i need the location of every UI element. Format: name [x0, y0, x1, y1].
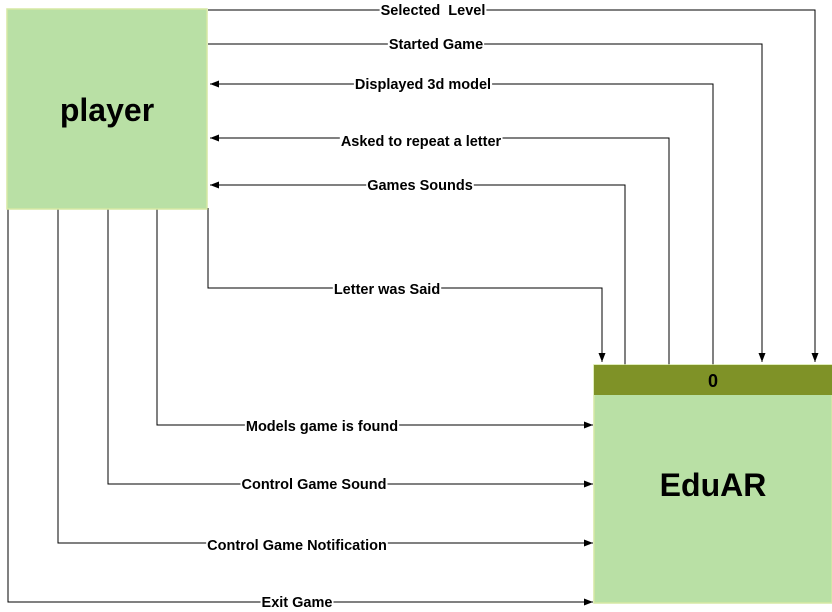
player-entity[interactable]: player	[6, 8, 208, 210]
flow-label-bg	[332, 282, 442, 298]
flow-label-started-game: Started Game	[389, 37, 483, 53]
eduar-box	[593, 364, 832, 604]
flow-label-group: Selected Level	[379, 3, 487, 19]
flow-label-models-game-found: Models game is found	[246, 419, 398, 435]
flow-edge-control-game-sound	[107, 208, 593, 488]
flow-label-group: Started Game	[387, 37, 485, 53]
flow-edge-asked-to-repeat-letter	[210, 134, 670, 365]
flow-label-control-game-notification: Control Game Notification	[207, 538, 387, 554]
flow-label-bg	[387, 37, 485, 53]
flow-edge-models-game-found	[156, 208, 593, 429]
flow-label-group: Games Sounds	[366, 178, 474, 194]
eduar-header-bar	[594, 365, 832, 395]
flow-edge-displayed-3d-model	[210, 80, 714, 365]
eduar-process-id: 0	[708, 371, 718, 391]
flow-label-bg	[260, 595, 334, 611]
player-box	[6, 8, 208, 210]
flow-edge-control-game-notification	[57, 208, 593, 547]
player-label: player	[60, 92, 154, 128]
flow-label-control-game-sound: Control Game Sound	[242, 477, 387, 493]
eduar-label: EduAR	[660, 467, 767, 503]
flow-label-bg	[379, 3, 487, 19]
flow-label-group: Asked to repeat a letter	[339, 134, 503, 150]
flow-edge-selected-level	[208, 9, 819, 362]
flow-label-bg	[366, 178, 474, 194]
flow-label-bg	[353, 77, 493, 93]
flow-label-selected-level: Selected Level	[381, 3, 486, 19]
flow-edge-games-sounds	[210, 181, 626, 365]
flow-label-asked-to-repeat-letter: Asked to repeat a letter	[341, 134, 502, 150]
flow-edge-exit-game	[7, 208, 593, 606]
flow-label-group: Exit Game	[260, 595, 334, 611]
flow-label-group: Control Game Notification	[206, 538, 388, 554]
flow-label-letter-was-said: Letter was Said	[334, 282, 440, 298]
flow-label-bg	[339, 134, 503, 150]
eduar-process[interactable]: 0 EduAR	[593, 364, 832, 604]
flow-label-bg	[240, 477, 388, 493]
flow-label-bg	[206, 538, 388, 554]
flow-label-group: Letter was Said	[332, 282, 442, 298]
flow-label-group: Control Game Sound	[240, 477, 388, 493]
flow-label-group: Models game is found	[244, 419, 400, 435]
flow-label-displayed-3d-model: Displayed 3d model	[355, 77, 491, 93]
flow-label-games-sounds: Games Sounds	[367, 178, 473, 194]
flow-labels: Selected Level Started Game Displayed 3d…	[206, 3, 503, 611]
flow-label-group: Displayed 3d model	[353, 77, 493, 93]
flow-label-exit-game: Exit Game	[262, 595, 333, 611]
flow-label-bg	[244, 419, 400, 435]
